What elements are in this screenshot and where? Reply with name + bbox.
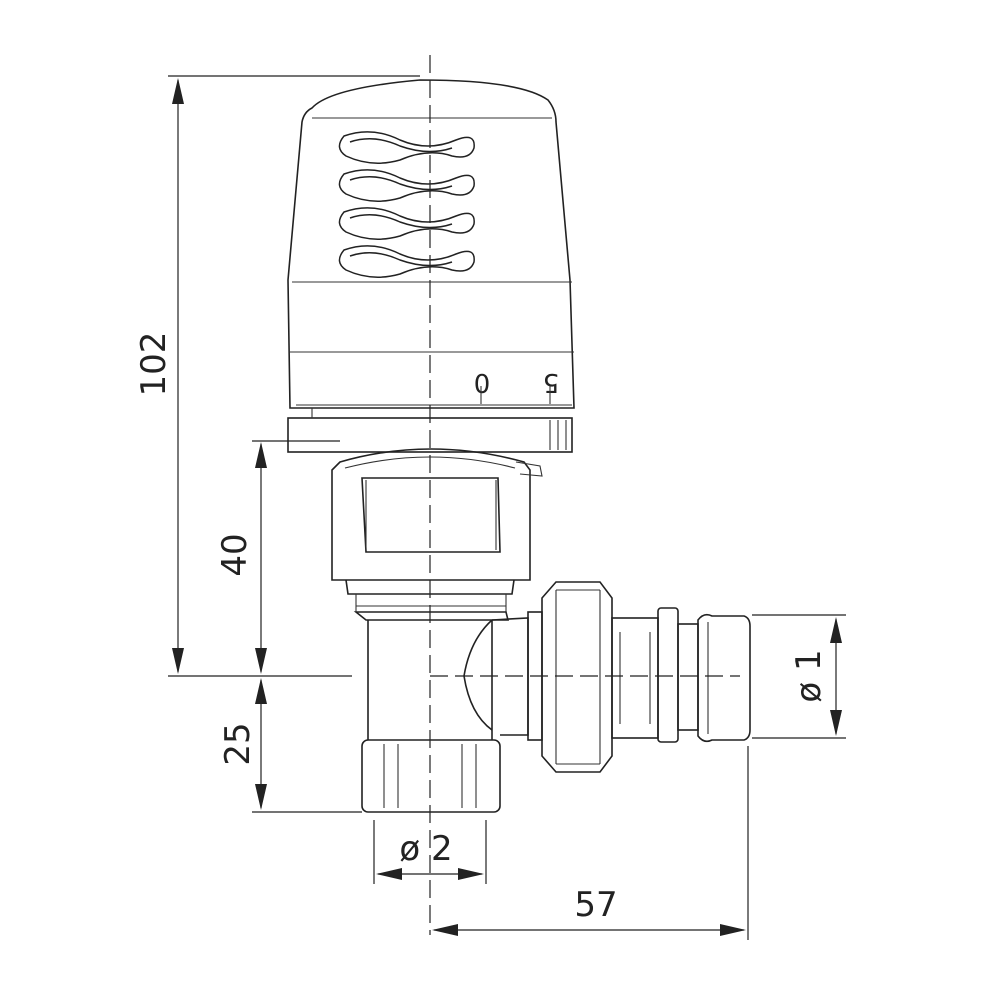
valve-bonnet [331,448,543,612]
lower-height-value: 25 [218,722,258,765]
dimension-upper-height: 40 [215,440,340,674]
upper-height-value: 40 [215,533,255,576]
dimension-lower-height: 25 [218,678,362,813]
dimension-inlet-diameter: ø 2 [373,820,487,884]
center-lines [429,55,740,935]
outlet-offset-value: 57 [574,885,617,925]
scale-mark-0: 0 [474,367,491,397]
valve-body [353,611,529,813]
scale-mark-5: 5 [543,367,560,397]
dimension-outlet-offset: 57 [432,746,749,940]
dimension-overall-height: 102 [134,75,420,677]
thermostatic-head: 0 5 [287,79,575,453]
inlet-diameter-value: ø 2 [399,829,452,869]
ventilation-slots [338,131,475,278]
dimension-outlet-diameter: ø 1 [752,614,846,739]
outlet-diameter-value: ø 1 [789,649,829,702]
overall-height-value: 102 [134,332,174,397]
union-connector [527,581,751,773]
